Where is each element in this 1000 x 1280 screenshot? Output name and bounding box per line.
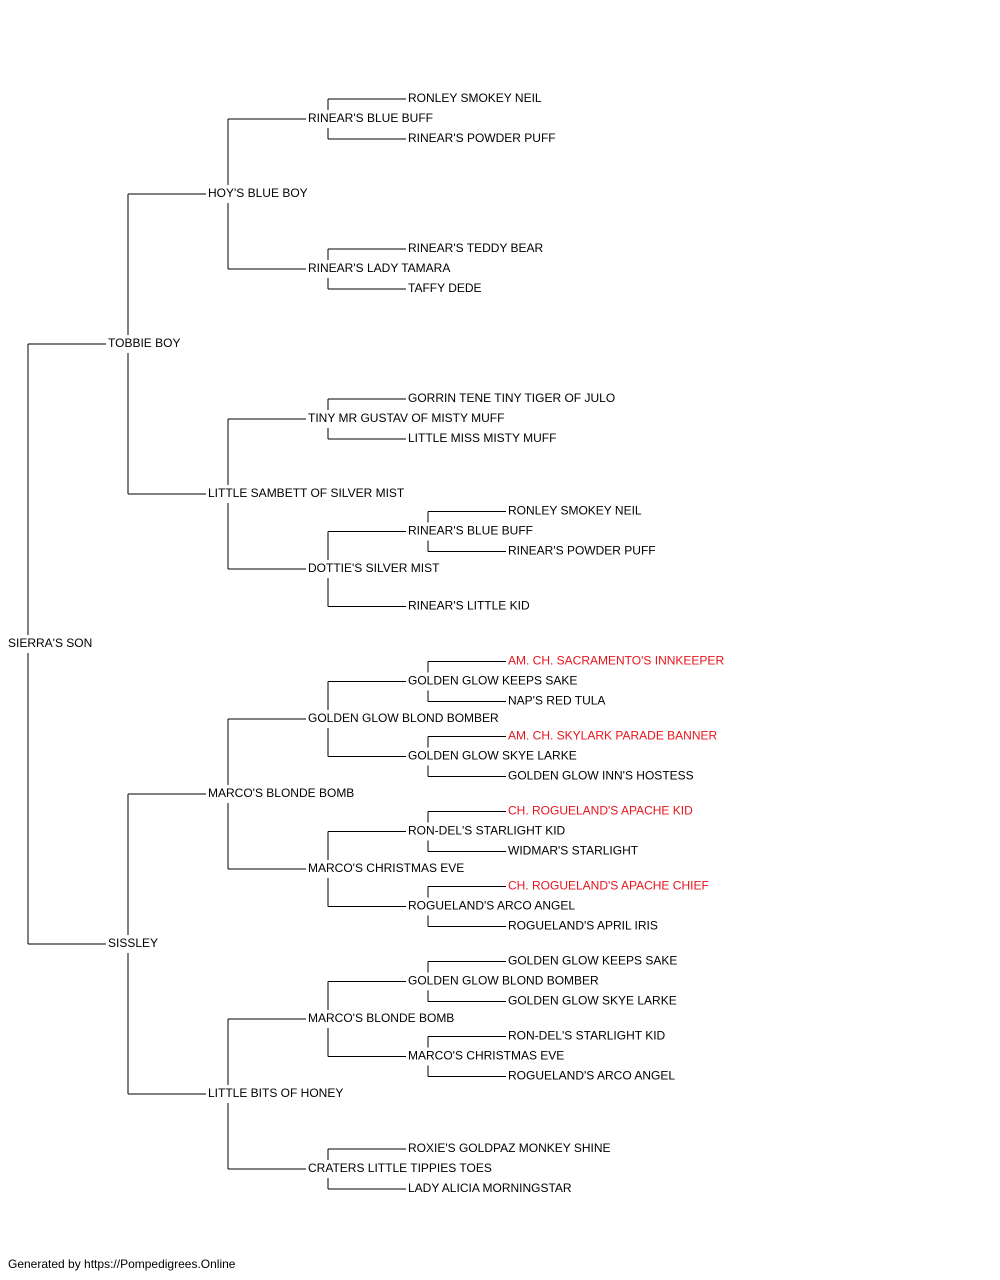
pedigree-name: LITTLE BITS OF HONEY [208, 1086, 343, 1100]
pedigree-name: MARCO'S CHRISTMAS EVE [308, 861, 464, 875]
pedigree-name: RON-DEL'S STARLIGHT KID [508, 1029, 666, 1043]
pedigree-name: RINEAR'S BLUE BUFF [308, 111, 433, 125]
pedigree-name: LITTLE SAMBETT OF SILVER MIST [208, 486, 405, 500]
pedigree-name: RINEAR'S BLUE BUFF [408, 524, 533, 538]
pedigree-name: RINEAR'S LADY TAMARA [308, 261, 450, 275]
pedigree-name: RINEAR'S LITTLE KID [408, 599, 530, 613]
pedigree-name: TOBBIE BOY [108, 336, 180, 350]
pedigree-name: GOLDEN GLOW KEEPS SAKE [508, 954, 677, 968]
pedigree-name: ROGUELAND'S ARCO ANGEL [408, 899, 575, 913]
pedigree-name: RINEAR'S TEDDY BEAR [408, 241, 544, 255]
pedigree-name: RONLEY SMOKEY NEIL [408, 91, 542, 105]
generated-by-footer: Generated by https://Pompedigrees.Online [8, 1257, 236, 1271]
pedigree-name: TINY MR GUSTAV OF MISTY MUFF [308, 411, 504, 425]
pedigree-name: MARCO'S BLONDE BOMB [308, 1011, 454, 1025]
pedigree-name: CRATERS LITTLE TIPPIES TOES [308, 1161, 492, 1175]
pedigree-name: LITTLE MISS MISTY MUFF [408, 431, 556, 445]
pedigree-name: HOY'S BLUE BOY [208, 186, 308, 200]
pedigree-name: MARCO'S BLONDE BOMB [208, 786, 354, 800]
pedigree-name: TAFFY DEDE [408, 281, 482, 295]
pedigree-name: AM. CH. SACRAMENTO'S INNKEEPER [508, 654, 724, 668]
pedigree-name: ROGUELAND'S ARCO ANGEL [508, 1069, 675, 1083]
pedigree-name: GOLDEN GLOW SKYE LARKE [508, 994, 677, 1008]
pedigree-name: SIERRA'S SON [8, 636, 92, 650]
pedigree-name: GOLDEN GLOW SKYE LARKE [408, 749, 577, 763]
pedigree-name: RINEAR'S POWDER PUFF [408, 131, 556, 145]
pedigree-name: ROXIE'S GOLDPAZ MONKEY SHINE [408, 1141, 611, 1155]
pedigree-name: WIDMAR'S STARLIGHT [508, 844, 639, 858]
pedigree-name: GOLDEN GLOW INN'S HOSTESS [508, 769, 694, 783]
pedigree-name: CH. ROGUELAND'S APACHE KID [508, 804, 693, 818]
pedigree-name: GOLDEN GLOW BLOND BOMBER [408, 974, 599, 988]
pedigree-name: ROGUELAND'S APRIL IRIS [508, 919, 658, 933]
pedigree-name: SISSLEY [108, 936, 158, 950]
pedigree-name: NAP'S RED TULA [508, 694, 605, 708]
pedigree-name: GORRIN TENE TINY TIGER OF JULO [408, 391, 615, 405]
pedigree-name: MARCO'S CHRISTMAS EVE [408, 1049, 564, 1063]
pedigree-name: RON-DEL'S STARLIGHT KID [408, 824, 566, 838]
pedigree-name: CH. ROGUELAND'S APACHE CHIEF [508, 879, 709, 893]
pedigree-name: RONLEY SMOKEY NEIL [508, 504, 642, 518]
pedigree-name: RINEAR'S POWDER PUFF [508, 544, 656, 558]
pedigree-name: GOLDEN GLOW KEEPS SAKE [408, 674, 577, 688]
pedigree-name: DOTTIE'S SILVER MIST [308, 561, 440, 575]
pedigree-name: GOLDEN GLOW BLOND BOMBER [308, 711, 499, 725]
pedigree-name: AM. CH. SKYLARK PARADE BANNER [508, 729, 717, 743]
pedigree-name: LADY ALICIA MORNINGSTAR [408, 1181, 572, 1195]
